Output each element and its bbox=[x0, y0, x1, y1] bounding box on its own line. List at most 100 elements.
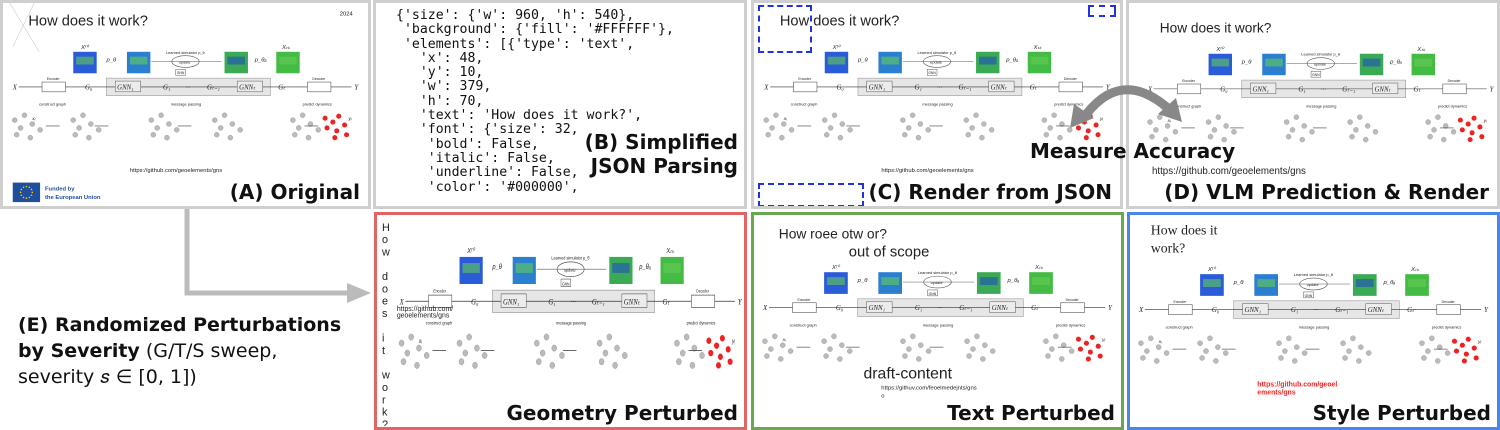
graph-node bbox=[769, 125, 775, 131]
graph-node bbox=[1211, 127, 1218, 133]
graph-node bbox=[1061, 342, 1067, 348]
caption-text: Text Perturbed bbox=[945, 401, 1117, 425]
graph-node bbox=[549, 361, 555, 369]
cube-label: p_θ bbox=[1233, 280, 1245, 286]
graph-node bbox=[787, 348, 794, 354]
graph-node bbox=[1349, 134, 1355, 140]
pipeline-node: G₀ bbox=[1220, 86, 1228, 93]
predicted-particle bbox=[1467, 137, 1473, 143]
pipeline-node: GNNₜ bbox=[1368, 307, 1385, 314]
graph-node bbox=[1223, 350, 1229, 356]
graph-node bbox=[1450, 129, 1457, 135]
graph-node bbox=[1293, 114, 1300, 120]
gnn-label: GNN bbox=[562, 281, 570, 287]
graph-node bbox=[414, 361, 420, 369]
cube-band bbox=[279, 56, 297, 65]
pipeline-node: Gₜ bbox=[1030, 84, 1038, 91]
graph-node bbox=[1043, 338, 1049, 344]
predicted-particle bbox=[343, 132, 350, 138]
graph-label: xᵢ bbox=[1167, 119, 1171, 124]
encoder-box bbox=[792, 302, 817, 313]
pipeline-node: G₀ bbox=[836, 305, 844, 312]
learned-simulator-label: Learned simulator p_θ bbox=[1294, 272, 1333, 277]
graph-node bbox=[466, 333, 472, 341]
graph-node bbox=[606, 333, 612, 341]
title-letter: k bbox=[382, 407, 388, 419]
stage-label: message passing bbox=[923, 322, 954, 327]
graph-node bbox=[900, 117, 906, 123]
graph-node bbox=[900, 338, 906, 344]
pipeline-node: G₀ bbox=[471, 297, 479, 307]
slide-title: How roee otw or? bbox=[779, 227, 887, 242]
eu-star bbox=[20, 188, 23, 191]
gnn-label: GNN bbox=[928, 71, 936, 75]
caption-style: Style Perturbed bbox=[1310, 401, 1493, 425]
gnn-box bbox=[866, 301, 893, 313]
graph-node bbox=[963, 117, 969, 123]
title-letter: o bbox=[382, 382, 388, 394]
predicted-particle bbox=[1083, 340, 1089, 346]
stage-label: message passing bbox=[922, 101, 952, 106]
pipeline-node: X bbox=[399, 297, 404, 307]
cube-band bbox=[881, 277, 900, 286]
graph-node bbox=[305, 134, 312, 141]
cube-band bbox=[1211, 58, 1230, 67]
slide-url: https://github.com/geoel bbox=[1257, 382, 1337, 389]
graph-node bbox=[472, 361, 478, 369]
graph-node bbox=[1059, 356, 1065, 362]
slide-url: https://githuv.com/feoelmedejnts/gns bbox=[881, 386, 976, 392]
graph-node bbox=[988, 127, 995, 133]
graph-node bbox=[1441, 136, 1447, 143]
learned-simulator-label: Learned simulator p_θ bbox=[917, 50, 956, 55]
eu-star bbox=[31, 191, 34, 194]
pipeline-node: Y bbox=[1484, 307, 1489, 314]
pipeline-node: GNN₁ bbox=[1252, 86, 1268, 93]
graph-node bbox=[902, 353, 908, 359]
cube-band bbox=[1203, 279, 1221, 287]
graph-node bbox=[70, 117, 76, 123]
graph-node bbox=[292, 132, 298, 138]
stage-label: construct graph bbox=[1166, 324, 1193, 329]
pipeline-node: X bbox=[762, 305, 768, 312]
graph-node bbox=[1425, 119, 1431, 125]
graph-node bbox=[214, 132, 220, 138]
graph-node bbox=[1301, 350, 1308, 356]
graph-node bbox=[1340, 340, 1346, 346]
graph-node bbox=[762, 338, 768, 344]
graph-node bbox=[227, 134, 234, 141]
graph-node bbox=[481, 352, 488, 359]
predicted-particle bbox=[1095, 132, 1101, 138]
predicted-particle bbox=[1089, 334, 1095, 340]
gnn-label: GNN bbox=[1305, 294, 1313, 298]
graph-node bbox=[217, 125, 224, 131]
slide-title: How does it work? bbox=[1160, 20, 1272, 35]
predicted-particle bbox=[1077, 346, 1084, 352]
decoder-label: Decoder bbox=[696, 288, 709, 294]
predicted-particle bbox=[322, 115, 328, 121]
pipeline-node: Gₜ₋₁ bbox=[959, 305, 972, 312]
graph-node bbox=[1067, 127, 1073, 133]
graph-node bbox=[676, 358, 682, 366]
graph-node bbox=[764, 353, 770, 359]
gnn-box bbox=[621, 293, 648, 308]
encoder-label: Encoder bbox=[797, 298, 811, 302]
graph-node bbox=[534, 339, 540, 347]
pipeline-node: GNNₜ bbox=[992, 305, 1009, 312]
graph-node bbox=[680, 349, 686, 357]
predicted-particle bbox=[1453, 348, 1460, 354]
graph-node bbox=[925, 127, 931, 133]
graph-node bbox=[1292, 358, 1298, 364]
title-letter: s bbox=[382, 308, 388, 320]
graph-node bbox=[909, 112, 916, 118]
pipeline-node: ··· bbox=[1314, 307, 1319, 314]
decoder-box bbox=[1442, 83, 1467, 95]
gnn-box bbox=[236, 80, 263, 93]
decoder-box bbox=[1058, 81, 1083, 93]
graph-node bbox=[1353, 127, 1359, 133]
graph-node bbox=[1149, 134, 1155, 140]
graph-node bbox=[779, 342, 786, 348]
graph-node bbox=[1057, 134, 1063, 141]
graph-node bbox=[1172, 129, 1179, 135]
graph-node bbox=[166, 121, 172, 127]
